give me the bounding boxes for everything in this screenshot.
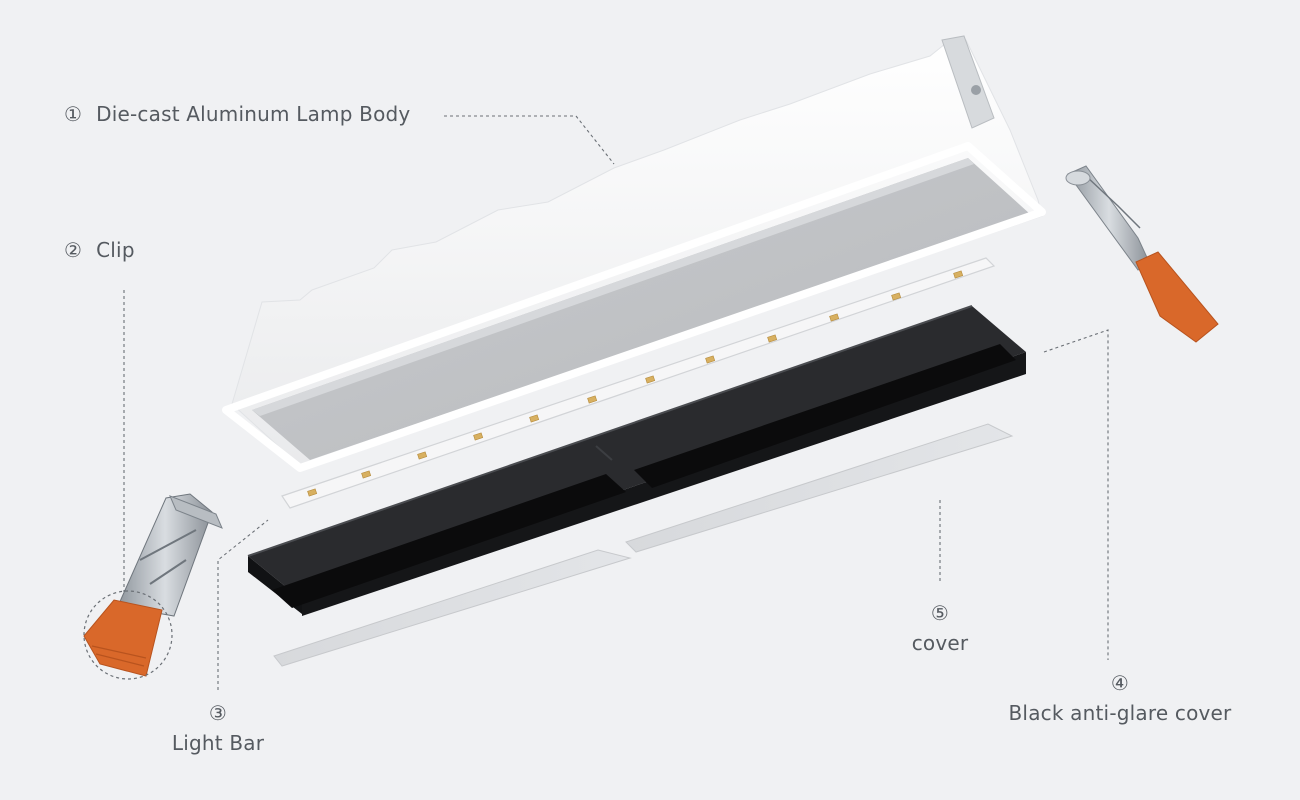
callout-cover: ⑤ cover [890, 598, 990, 658]
callout-number: ④ [1110, 671, 1130, 695]
callout-text: Die-cast Aluminum Lamp Body [96, 102, 411, 126]
callout-light-bar: ③ Light Bar [158, 698, 278, 758]
callout-number: ③ [208, 701, 228, 725]
callout-number: ① [64, 102, 83, 126]
leader-lines [123, 115, 1109, 690]
lamp-body [222, 35, 1046, 472]
callout-text: Black anti-glare cover [1008, 701, 1232, 725]
callout-number: ② [64, 238, 83, 262]
cover-strip-right [625, 423, 1014, 553]
callout-text: Clip [96, 238, 135, 262]
led-chips [307, 270, 964, 497]
cover-strip-left [273, 549, 632, 667]
light-bar [281, 257, 996, 509]
callout-number: ⑤ [930, 601, 950, 625]
black-anti-glare-cover [247, 305, 1026, 616]
leader-lamp-body [444, 115, 615, 165]
callout-text: cover [911, 631, 969, 655]
callout-clip: ② Clip [64, 238, 135, 262]
clip-right [1065, 165, 1219, 343]
callout-text: Light Bar [171, 731, 265, 755]
callout-lamp-body: ① Die-cast Aluminum Lamp Body [64, 102, 410, 126]
callout-anti-glare: ④ Black anti-glare cover [990, 668, 1250, 728]
leader-light-bar [217, 519, 269, 690]
clip-left [83, 493, 223, 680]
leader-anti-glare [1043, 329, 1109, 660]
